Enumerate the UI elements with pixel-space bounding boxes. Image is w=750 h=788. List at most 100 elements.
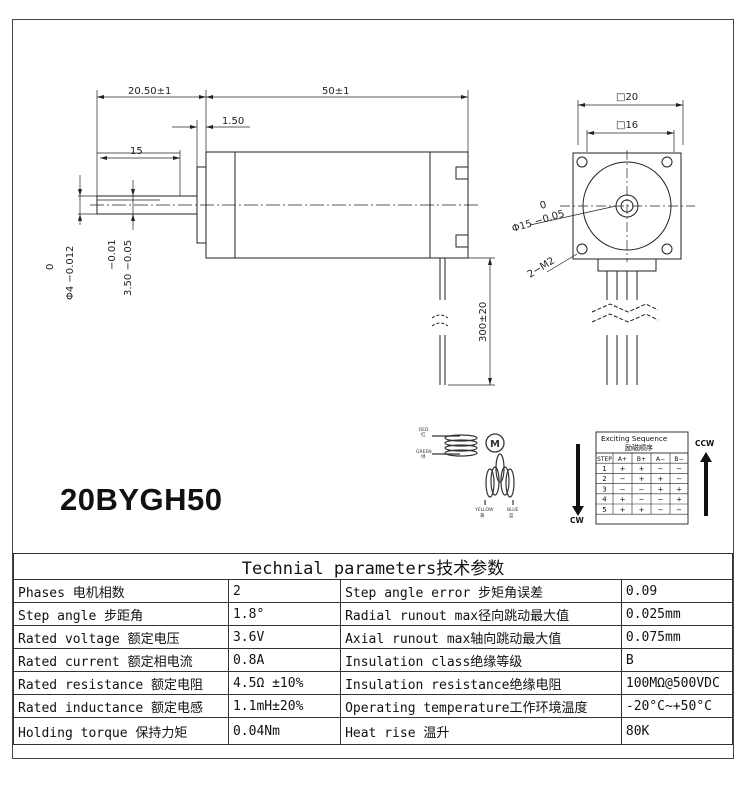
dim-flat-depth: 3.50 −0.05 bbox=[123, 240, 134, 296]
sequence-cell: + bbox=[620, 496, 626, 504]
dim-flat-depth-tol: −0.01 bbox=[107, 239, 118, 270]
table-row: Rated resistance 额定电阻 4.5Ω ±10% Insulati… bbox=[13, 671, 734, 695]
param-value: 0.075mm bbox=[620, 625, 734, 649]
param-value: B bbox=[620, 648, 734, 672]
sequence-cell: − bbox=[658, 496, 664, 504]
technical-parameters-table: Technial parameters技术参数 Phases 电机相数 2 St… bbox=[13, 553, 734, 745]
coil-wiring-diagram bbox=[432, 433, 515, 505]
exciting-sequence: Exciting Sequence 励磁顺序 STEP A+ B+ A− B− 1 + + − −… bbox=[570, 431, 715, 525]
param-label: Step angle error 步矩角误差 bbox=[340, 579, 622, 603]
sequence-cell: 4 bbox=[602, 496, 607, 504]
dim-shaft-extension: 20.50±1 bbox=[128, 86, 171, 97]
param-label: Rated current 额定相电流 bbox=[13, 648, 229, 672]
sequence-title: Exciting Sequence bbox=[601, 434, 668, 443]
motor-symbol-label: M bbox=[490, 439, 500, 450]
ccw-label: CCW bbox=[695, 439, 715, 448]
dim-shaft-diameter: Φ4 −0.012 bbox=[65, 246, 76, 300]
wire-red-label: RED bbox=[419, 427, 429, 433]
wire-green-label: GREEN bbox=[416, 449, 432, 455]
technical-drawing: 20.50±1 50±1 1.50 15 0 Φ4 −0.012 −0.01 3… bbox=[45, 86, 715, 525]
dim-mounting-holes: 2−M2 bbox=[526, 255, 557, 280]
param-value: 0.04Nm bbox=[227, 717, 342, 745]
sequence-cell: + bbox=[658, 485, 664, 493]
sequence-cell: + bbox=[676, 496, 682, 504]
table-row: Rated voltage 额定电压 3.6V Axial runout max… bbox=[13, 625, 734, 649]
sequence-cell: 5 bbox=[602, 506, 606, 514]
dim-body-length: 50±1 bbox=[322, 86, 349, 97]
wire-yellow-label: YELLOW bbox=[474, 507, 494, 513]
param-value: 2 bbox=[227, 579, 342, 603]
param-label: Phases 电机相数 bbox=[13, 579, 229, 603]
wire-yellow-label-cn: 黄 bbox=[480, 512, 485, 519]
wire-blue-label: BLUE bbox=[507, 507, 519, 513]
sequence-header-cell: STEP bbox=[597, 456, 612, 463]
param-label: Axial runout max轴向跳动最大值 bbox=[340, 625, 622, 649]
table-row: Phases 电机相数 2 Step angle error 步矩角误差 0.0… bbox=[13, 579, 734, 603]
param-label: Rated inductance 额定电感 bbox=[13, 694, 229, 718]
param-label: Rated resistance 额定电阻 bbox=[13, 671, 229, 695]
param-label: Holding torque 保持力矩 bbox=[13, 717, 229, 745]
param-value: 100MΩ@500VDC bbox=[620, 671, 734, 695]
sequence-cell: + bbox=[639, 506, 645, 514]
param-label: Radial runout max径向跳动最大值 bbox=[340, 602, 622, 626]
sequence-cell: 3 bbox=[602, 485, 606, 493]
motor-body bbox=[205, 151, 469, 259]
table-row: Rated inductance 额定电感 1.1mH±20% Operatin… bbox=[13, 694, 734, 718]
param-value: 80K bbox=[620, 717, 734, 745]
param-value: 0.025mm bbox=[620, 602, 734, 626]
sequence-cell: − bbox=[676, 506, 682, 514]
table-row: Holding torque 保持力矩 0.04Nm Heat rise 温升 … bbox=[13, 717, 734, 745]
wire-blue-label-cn: 蓝 bbox=[509, 512, 514, 519]
sequence-cell: − bbox=[676, 465, 682, 473]
param-label: Operating temperature工作环境温度 bbox=[340, 694, 622, 718]
sequence-header-cell: B− bbox=[674, 456, 683, 463]
cw-label: CW bbox=[570, 516, 585, 525]
param-value: 3.6V bbox=[227, 625, 342, 649]
sequence-cell: + bbox=[620, 465, 626, 473]
sequence-cell: + bbox=[639, 465, 645, 473]
sequence-cell: − bbox=[639, 496, 645, 504]
param-value: 4.5Ω ±10% bbox=[227, 671, 342, 695]
sequence-header-cell: A+ bbox=[618, 456, 627, 463]
param-label: Step angle 步距角 bbox=[13, 602, 229, 626]
param-value: 1.1mH±20% bbox=[227, 694, 342, 718]
param-label: Insulation class绝缘等级 bbox=[340, 648, 622, 672]
sequence-cell: 1 bbox=[602, 465, 606, 473]
sequence-header-cell: B+ bbox=[637, 456, 646, 463]
sequence-cell: − bbox=[676, 475, 682, 483]
sequence-cell: + bbox=[676, 485, 682, 493]
param-label: Rated voltage 额定电压 bbox=[13, 625, 229, 649]
param-value: 1.8° bbox=[227, 602, 342, 626]
param-value: -20°C~+50°C bbox=[620, 694, 734, 718]
sequence-cell: + bbox=[620, 506, 626, 514]
param-label: Heat rise 温升 bbox=[340, 717, 622, 745]
sequence-cell: − bbox=[639, 485, 645, 493]
table-title: Technial parameters技术参数 bbox=[13, 553, 733, 580]
sequence-cell: + bbox=[658, 475, 664, 483]
sequence-cell: − bbox=[620, 475, 626, 483]
dim-flange-thickness: 1.50 bbox=[222, 116, 244, 127]
dim-square-outer: □20 bbox=[616, 92, 638, 103]
dim-square-inner: □16 bbox=[616, 120, 638, 131]
sequence-header-cell: A− bbox=[656, 456, 665, 463]
spec-sheet-border bbox=[12, 19, 734, 759]
model-name: 20BYGH50 bbox=[60, 482, 223, 517]
param-value: 0.09 bbox=[620, 579, 734, 603]
wire-red-label-cn: 红 bbox=[421, 431, 426, 438]
sequence-cell: − bbox=[658, 465, 664, 473]
dim-shaft-flat-length: 15 bbox=[130, 146, 143, 157]
dim-lead-length: 300±20 bbox=[478, 302, 489, 342]
sequence-cell: − bbox=[658, 506, 664, 514]
dim-boss-diameter: Φ15 −0.05 bbox=[511, 208, 566, 234]
sequence-cell: − bbox=[620, 485, 626, 493]
table-row: Rated current 额定相电流 0.8A Insulation clas… bbox=[13, 648, 734, 672]
wire-green-label-cn: 绿 bbox=[421, 453, 426, 460]
motor-symbol bbox=[485, 433, 505, 453]
param-label: Insulation resistance绝缘电阻 bbox=[340, 671, 622, 695]
sequence-cell: + bbox=[639, 475, 645, 483]
sequence-cell: 2 bbox=[602, 475, 606, 483]
sequence-title-cn: 励磁顺序 bbox=[625, 443, 653, 452]
dim-boss-tol: 0 bbox=[539, 199, 548, 211]
dim-shaft-diameter-tol: 0 bbox=[45, 264, 56, 270]
param-value: 0.8A bbox=[227, 648, 342, 672]
